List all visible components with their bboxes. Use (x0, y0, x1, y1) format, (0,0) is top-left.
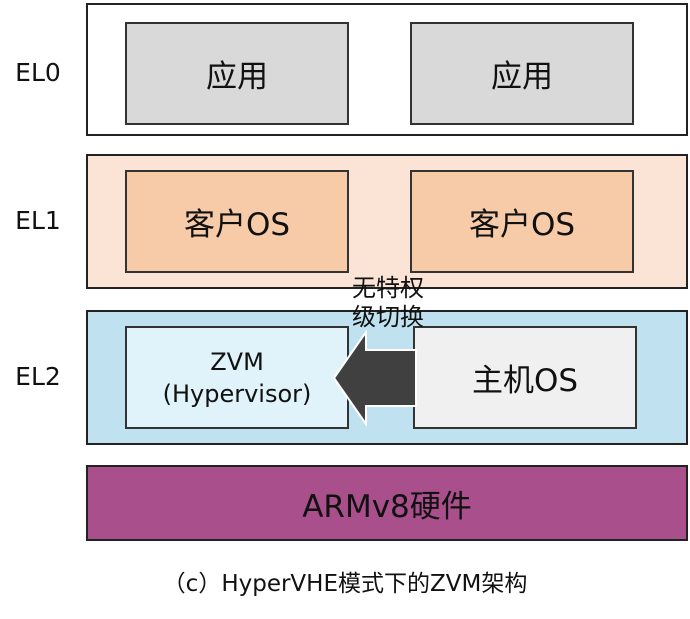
figure-caption: （c）HyperVHE模式下的ZVM架构 (162, 571, 528, 597)
left-arrow-icon (332, 330, 417, 426)
switch-note-line2: 级切换 (352, 303, 424, 331)
switch-arrow-shape (332, 330, 417, 426)
el2-hypervisor-box: ZVM (Hypervisor) (125, 326, 349, 429)
hypervisor-subtitle: (Hypervisor) (162, 379, 312, 408)
hypervisor-name: ZVM (210, 347, 264, 376)
el1-guest-os-box-left: 客户OS (125, 170, 349, 273)
switch-note-line1: 无特权 (352, 274, 424, 302)
level-label-el2: EL2 (15, 362, 61, 391)
el0-app-box-right: 应用 (410, 22, 634, 125)
hardware-band: ARMv8硬件 (86, 465, 688, 541)
el2-host-os-box: 主机OS (413, 326, 637, 429)
el1-guest-os-box-right: 客户OS (410, 170, 634, 273)
level-label-el1: EL1 (15, 206, 61, 235)
el0-app-box-left: 应用 (125, 22, 349, 125)
switch-note: 无特权 级切换 (334, 274, 442, 332)
level-label-el0: EL0 (15, 58, 61, 87)
